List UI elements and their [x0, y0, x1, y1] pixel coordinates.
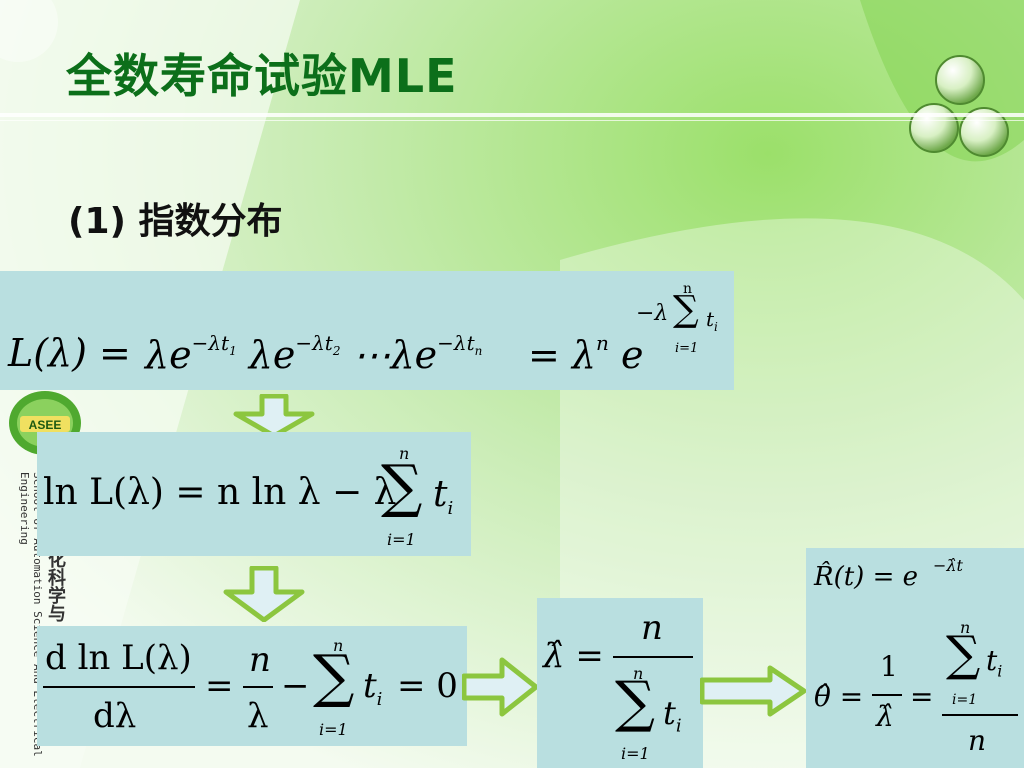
section-subtitle: (1) 指数分布: [68, 201, 283, 242]
derivative-numerator: d ln L(λ): [45, 638, 192, 678]
title-divider: [0, 113, 1024, 117]
log-likelihood-text: ln L(λ) = n ln λ − λ: [43, 472, 397, 513]
theta-one: 1: [880, 650, 898, 683]
theta-lhs: θ̂ =: [814, 680, 864, 713]
derivative-equation-box: d ln L(λ) dλ = n λ − n ∑ ti i=1 = 0: [37, 626, 467, 746]
estimator-equation-box: λ̂ = n n ∑ ti i=1: [537, 598, 703, 768]
estimator-sum-bottom: i=1: [621, 744, 650, 763]
estimator-sum-icon: ∑: [615, 670, 655, 735]
likelihood-rhs-e: e: [621, 333, 644, 377]
log-likelihood-equation-box: ln L(λ) = n ln λ − λ n ∑ ti i=1: [37, 432, 471, 556]
slide-title: 全数寿命试验MLE: [66, 49, 458, 103]
likelihood-sum-icon: ∑: [673, 289, 699, 330]
estimator-sum-term: t: [663, 694, 676, 732]
school-cn-vertical: 化科学与: [45, 550, 66, 622]
estimator-sum-top: n: [633, 664, 644, 683]
exp-1: −λt: [191, 331, 230, 355]
log-sum-bottom: i=1: [387, 530, 416, 549]
derivative-frac-den: λ: [247, 696, 269, 736]
theta-sum-icon: ∑: [946, 626, 981, 682]
derivative-frac-num: n: [249, 640, 271, 680]
theta-denominator: n: [968, 724, 987, 757]
derivative-frac-bar: [243, 686, 273, 688]
derivative-rhs: = 0: [397, 666, 458, 706]
log-sum-top: n: [399, 444, 410, 463]
likelihood-equation-box: L(λ) = λe−λt1 λe−λt2 ⋯λe−λtn = λn e −λ n…: [0, 271, 734, 390]
exp-1-sub: 1: [229, 344, 237, 358]
theta-sum-top: n: [960, 618, 971, 637]
reliability-equation-box: R̂(t) = e −λ̂t θ̂ = 1 λ̂ = n ∑ ti i=1 n: [806, 548, 1024, 768]
theta-lambda: λ̂: [876, 700, 894, 733]
exp-2: −λt: [295, 331, 333, 355]
likelihood-term-n: ⋯λe: [352, 333, 438, 377]
likelihood-term-2: λe: [248, 333, 296, 377]
log-sum-sub: i: [447, 498, 454, 520]
likelihood-lhs: L(λ) =: [8, 331, 131, 375]
reliability-lhs: R̂(t) = e: [814, 562, 919, 592]
exp-2-sub: 2: [332, 344, 341, 358]
estimator-lhs: λ̂ =: [543, 636, 604, 676]
logo-text: ASEE: [29, 418, 62, 432]
likelihood-exp-lambda: −λ: [636, 301, 669, 326]
derivative-sum-bottom: i=1: [319, 720, 348, 739]
exp-n: −λt: [437, 331, 475, 355]
arrow-down-icon-2: [223, 566, 305, 622]
arrow-right-icon-2: [700, 665, 807, 717]
estimator-sum-sub: i: [675, 715, 682, 737]
theta-big-frac-bar: [942, 714, 1018, 716]
likelihood-sum-sub: i: [714, 320, 718, 334]
derivative-sum-sub: i: [376, 688, 383, 710]
derivative-sum-top: n: [333, 636, 344, 655]
derivative-denominator: dλ: [93, 696, 137, 736]
theta-equals: =: [910, 680, 934, 713]
likelihood-term-1: λe: [145, 333, 192, 377]
likelihood-sum-term: t: [706, 307, 715, 331]
derivative-equals: =: [205, 666, 234, 706]
likelihood-rhs: = λ: [528, 333, 597, 377]
likelihood-rhs-sup: n: [596, 331, 609, 355]
exp-n-sub: n: [474, 344, 483, 358]
theta-sum-term: t: [986, 644, 998, 677]
derivative-sum-term: t: [363, 666, 377, 706]
derivative-minus: −: [281, 666, 310, 706]
likelihood-sum-top: n: [683, 281, 693, 297]
likelihood-sum-bottom: i=1: [675, 341, 699, 356]
log-sum-icon: ∑: [381, 452, 423, 520]
log-sum-term: t: [433, 474, 448, 515]
estimator-fraction-bar: [613, 656, 693, 658]
derivative-sum-icon: ∑: [313, 642, 355, 710]
arrow-right-icon: [462, 657, 539, 717]
title-divider-thin: [0, 120, 1024, 121]
estimator-numerator: n: [641, 608, 663, 648]
theta-sum-sub: i: [997, 661, 1003, 681]
derivative-fraction-bar: [43, 686, 195, 688]
reliability-exponent: −λ̂t: [933, 556, 963, 575]
theta-sum-bottom: i=1: [952, 692, 978, 708]
arrow-down-icon: [233, 394, 315, 438]
theta-frac-bar: [872, 694, 902, 696]
